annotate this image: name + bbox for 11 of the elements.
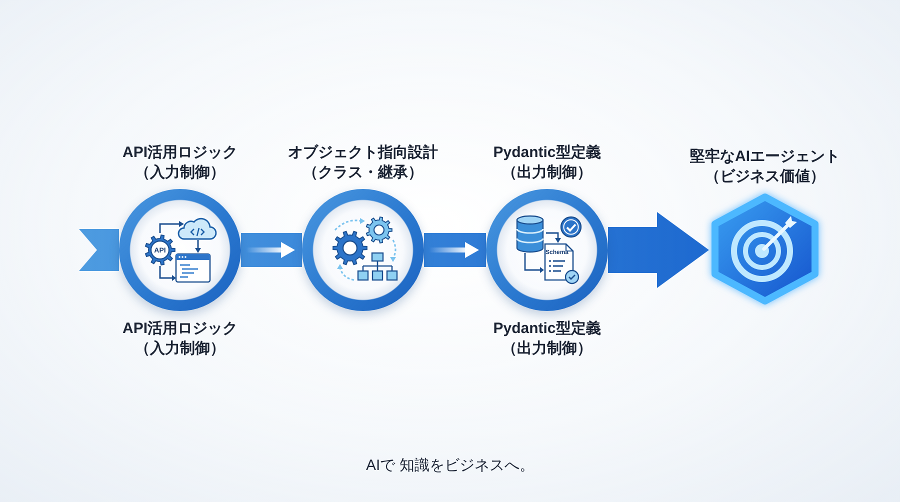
arrow — [241, 233, 302, 267]
step-title: Pydantic型定義（出力制御） — [492, 143, 602, 183]
step-title: API活用ロジック（入力制御） — [122, 143, 238, 183]
step-caption: Pydantic型定義（出力制御） — [492, 319, 602, 359]
arrow — [424, 233, 486, 267]
step-caption: API活用ロジック（入力制御） — [122, 319, 238, 359]
goal-title: 堅牢なAIエージェント（ビジネス価値） — [690, 147, 840, 187]
tagline: AIで 知識をビジネスへ。 — [366, 456, 534, 476]
step-title: オブジェクト指向設計（クラス・継承） — [288, 143, 438, 183]
arrow-tail — [79, 229, 119, 271]
arrow — [608, 212, 709, 288]
